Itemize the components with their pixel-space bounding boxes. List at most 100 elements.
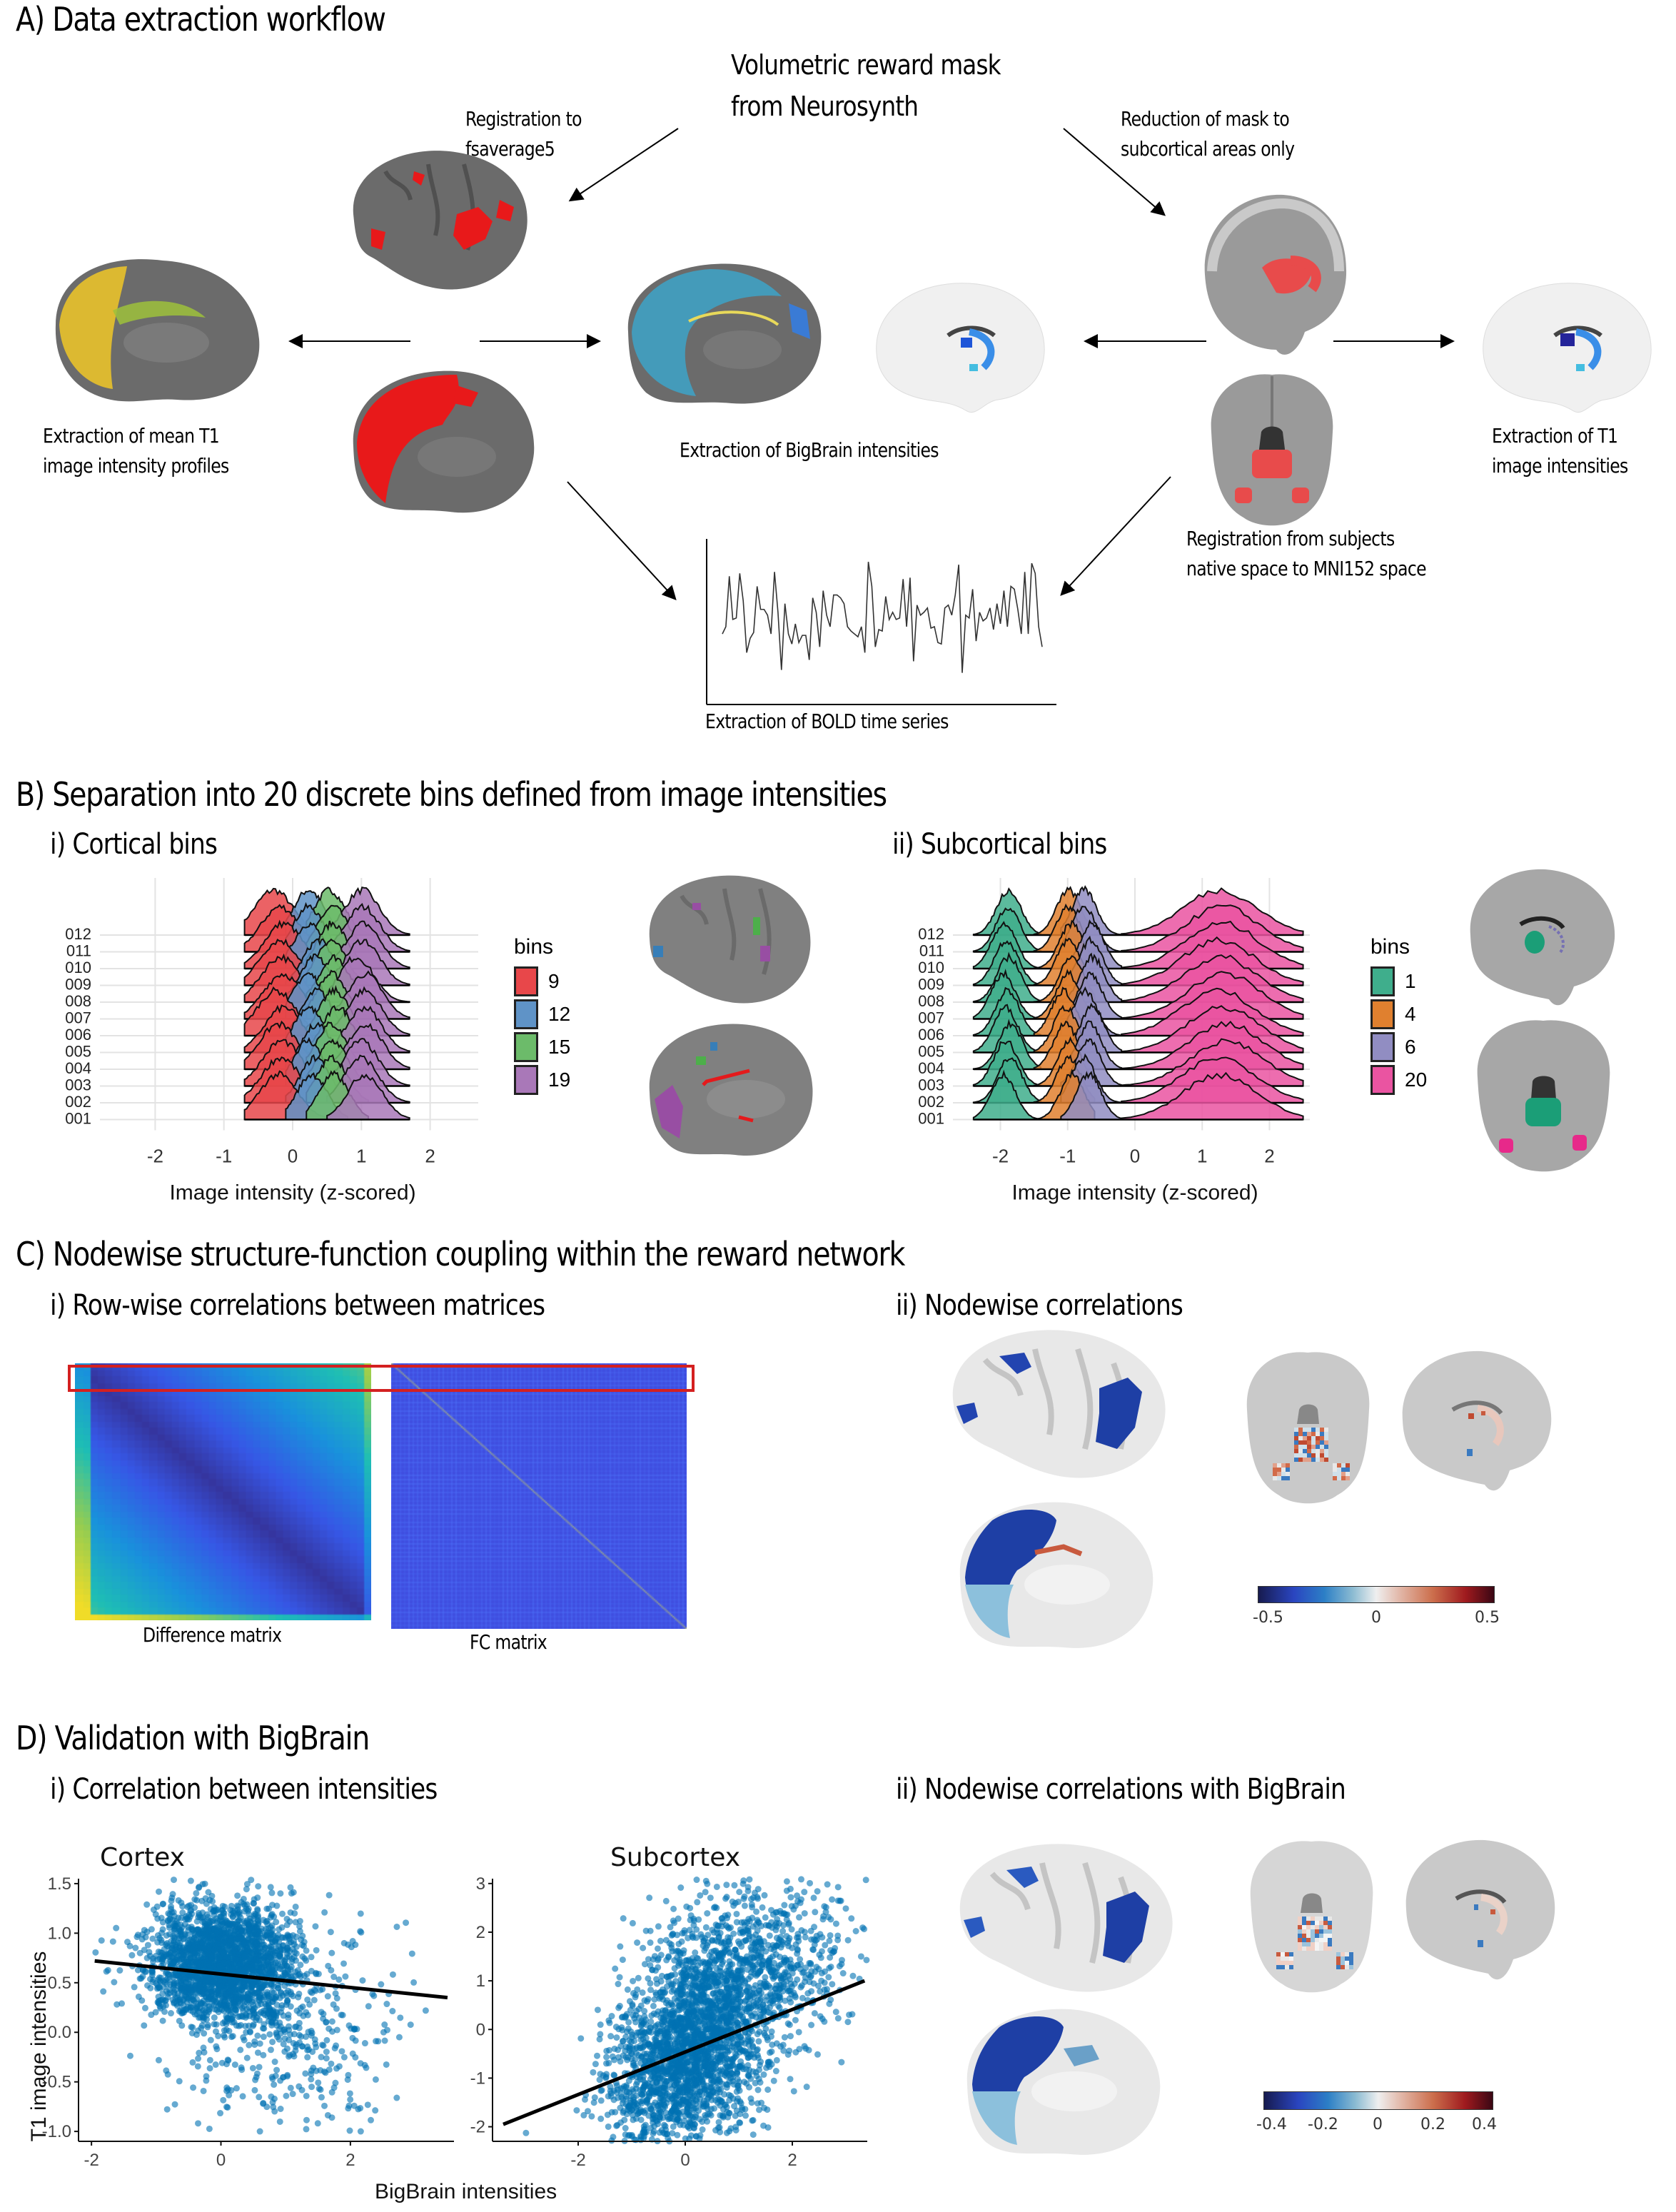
scatter-point xyxy=(168,2010,174,2016)
scatter-point xyxy=(362,2040,368,2046)
scatter-point xyxy=(757,2059,764,2065)
scatter-point xyxy=(338,2048,345,2054)
y-tick-label: 001 xyxy=(65,1110,91,1128)
nodewise-coronal-brain xyxy=(1238,1345,1378,1510)
voxel xyxy=(1307,1436,1311,1440)
voxel xyxy=(1307,1432,1311,1436)
voxel xyxy=(1273,1468,1277,1472)
scatter-point xyxy=(312,1923,318,1929)
scatter-point xyxy=(410,1979,417,1986)
y-tick-label: 002 xyxy=(918,1093,944,1111)
scatter-point xyxy=(202,1978,208,1984)
scatter-point xyxy=(213,2061,219,2068)
scatter-point xyxy=(171,1877,177,1883)
legend-swatch xyxy=(1370,999,1395,1029)
scatter-point xyxy=(156,1974,163,1981)
scatter-point xyxy=(243,2029,249,2036)
scatter-point xyxy=(755,2038,762,2044)
voxel xyxy=(1286,1472,1290,1476)
scatter-point xyxy=(580,2112,587,2118)
scatter-point xyxy=(278,2030,284,2036)
scatter-point xyxy=(104,1969,110,1975)
bigbrain-surface-image xyxy=(617,253,832,410)
scatter-point xyxy=(573,2107,580,2113)
voxel xyxy=(1341,1476,1346,1480)
scatter-point xyxy=(143,1934,149,1940)
scatter-point xyxy=(373,2038,379,2044)
scatter-point xyxy=(253,1956,259,1963)
scatter-point xyxy=(208,2037,214,2044)
voxel xyxy=(1341,1463,1346,1468)
voxel xyxy=(1316,1432,1320,1436)
scatter-point xyxy=(255,2049,261,2056)
scatter-point xyxy=(304,2054,311,2061)
scatter-point xyxy=(201,2088,207,2094)
scatter-point xyxy=(330,2001,337,2008)
scatter-point xyxy=(313,1947,320,1954)
scatter-point xyxy=(313,1970,319,1976)
x-tick-label: 0 xyxy=(1130,1146,1140,1167)
scatter-point xyxy=(296,2020,303,2026)
scatter-point xyxy=(217,2110,223,2116)
scatter-point xyxy=(182,1921,188,1928)
scatter-point xyxy=(700,2126,706,2133)
scatter-point xyxy=(241,1941,247,1947)
scatter-point xyxy=(233,2085,240,2091)
scatter-point xyxy=(260,2100,266,2106)
scatter-point xyxy=(285,1934,291,1940)
x-tick-label: 1 xyxy=(1197,1146,1207,1167)
scatter-point xyxy=(132,1945,138,1951)
nodewise-medial-brain xyxy=(949,1492,1163,1656)
legend-swatch xyxy=(1370,1065,1395,1095)
scatter-point xyxy=(346,2022,353,2029)
voxel xyxy=(1320,1449,1324,1453)
scatter-point xyxy=(131,1984,138,1990)
c-colorbar xyxy=(1258,1586,1495,1603)
scatter-point xyxy=(619,2027,625,2034)
scatter-point xyxy=(284,1954,291,1961)
scatter-point xyxy=(863,1956,869,1963)
scatter-point xyxy=(818,1978,824,1984)
legend-item: 1 xyxy=(1370,965,1427,998)
scatter-point xyxy=(677,1959,683,1965)
scatter-point xyxy=(279,1963,286,1969)
scatter-point xyxy=(293,2047,299,2054)
x-axis-title: Image intensity (z-scored) xyxy=(169,1181,415,1205)
scatter-point xyxy=(523,2130,529,2136)
scatter-point xyxy=(193,2003,200,2009)
nodewise-subtitle: ii) Nodewise correlations xyxy=(896,1289,1183,1322)
y-tick-label: 008 xyxy=(918,992,944,1010)
scatter-point xyxy=(771,2078,777,2084)
scatter-point xyxy=(276,1926,282,1933)
scatter-point xyxy=(630,1920,636,1926)
scatter-point xyxy=(255,1883,261,1889)
scatter-point xyxy=(780,1922,787,1929)
scatter-point xyxy=(241,1954,248,1960)
scatter-point xyxy=(157,1949,163,1956)
scatter-point xyxy=(260,2025,266,2031)
voxel xyxy=(1311,1440,1316,1445)
scatter-point xyxy=(283,2001,290,2008)
scatter-point xyxy=(252,2076,258,2083)
scatter-point xyxy=(286,2026,292,2033)
scatter-point xyxy=(657,1938,664,1944)
scatter-point xyxy=(650,1956,657,1963)
scatter-point xyxy=(758,2100,764,2106)
scatter-point xyxy=(151,1907,157,1913)
scatter-point xyxy=(208,2001,215,2007)
scatter-point xyxy=(239,1935,246,1941)
scatter-point xyxy=(188,1878,194,1884)
scatter-point xyxy=(848,1915,854,1921)
scatter-point xyxy=(205,1889,211,1895)
scatter-point xyxy=(230,1951,236,1957)
scatter-point xyxy=(737,1926,744,1933)
scatter-point xyxy=(232,2061,238,2068)
scatter-point xyxy=(160,2003,166,2009)
scatter-point xyxy=(582,2096,588,2103)
legend-swatch xyxy=(514,1065,538,1095)
scatter-point xyxy=(390,1971,396,1978)
voxel xyxy=(1294,1445,1298,1449)
legend-item: 20 xyxy=(1370,1064,1427,1096)
scatter-point xyxy=(110,1939,116,1945)
scatter-point xyxy=(213,2046,220,2052)
